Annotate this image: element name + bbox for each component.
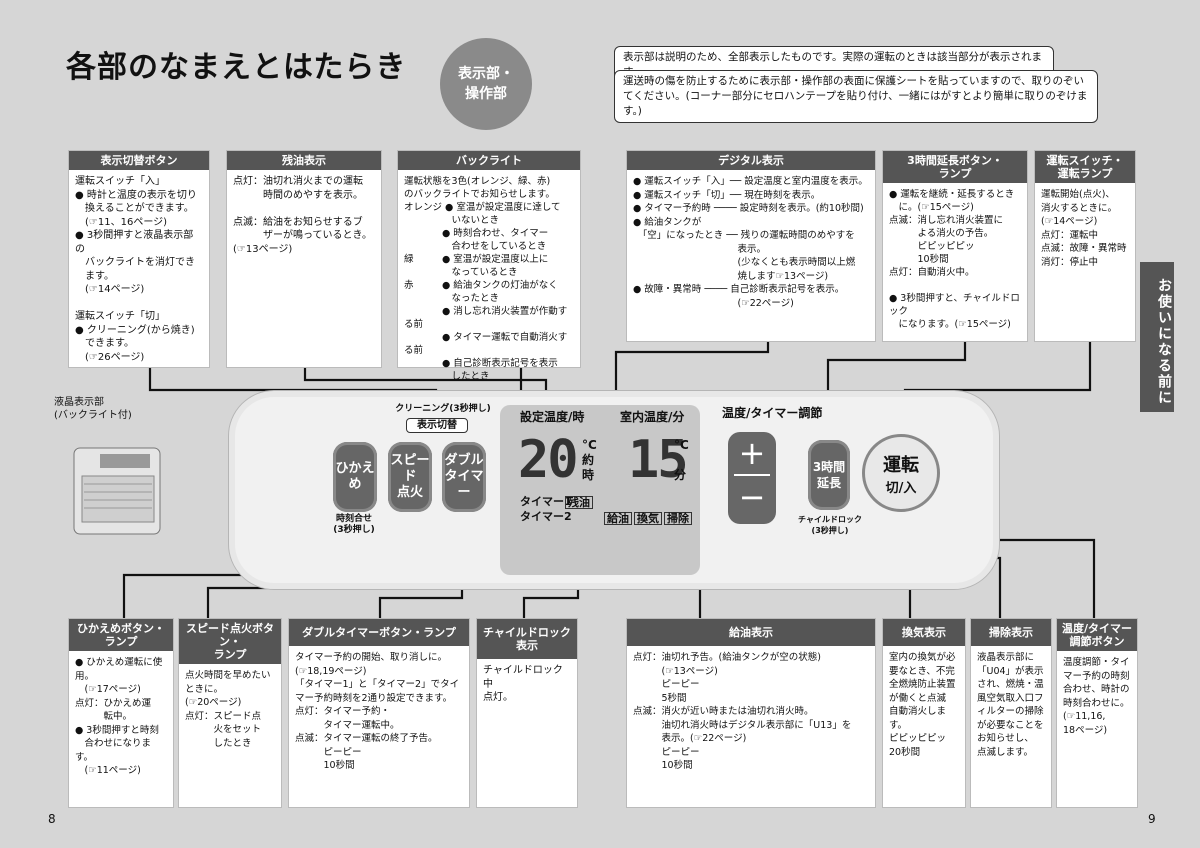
box-body: 点灯：油切れ消火までの運転 時間のめやすを表示。 点滅：給油をお知らせするブ ザ… <box>233 176 372 255</box>
box-body: 運転スイッチ「入」 ● 時計と温度の表示を切り 換えることができます。 (☞11… <box>75 176 197 363</box>
heater-icon <box>73 447 161 535</box>
box-body: 室内の換気が必 要なとき、不完 全燃焼防止装置 が働くと点滅 自動消火します。 … <box>889 652 956 758</box>
box-remaining-oil: 残油表示 点灯：油切れ消火までの運転 時間のめやすを表示。 点滅：給油をお知らせ… <box>226 150 382 368</box>
box-3h-extension: 3時間延長ボタン・ ランプ ● 運転を継続・延長するとき に。(☞15ページ) … <box>882 150 1028 342</box>
double-timer-button[interactable]: ダブル タイマー <box>442 442 486 512</box>
box-header: ダブルタイマーボタン・ランプ <box>289 619 469 646</box>
box-cleaning: 掃除表示 液晶表示部に 「U04」が表示 され、燃焼・温 風空気取入口フ ィルタ… <box>970 618 1052 808</box>
side-tab: お使いになる前に <box>1140 262 1174 412</box>
box-temp-timer: 温度/タイマー 調節ボタン 温度調節・タイ マー予約の時刻 合わせ、時計の 時刻… <box>1056 618 1138 808</box>
temp-timer-adjust-label: 温度/タイマー調節 <box>722 406 823 420</box>
timer2-indicator: タイマー2 <box>520 510 572 523</box>
box-header: バックライト <box>398 151 580 170</box>
box-body: 点火時間を早めたい ときに。 (☞20ページ) 点灯：スピード点 火をセット し… <box>185 670 271 749</box>
box-body: タイマー予約の開始、取り消しに。 (☞18,19ページ) 「タイマー1」と「タイ… <box>295 652 460 771</box>
box-header: 換気表示 <box>883 619 965 646</box>
box-digital-display: デジタル表示 ● 運転スイッチ「入」── 設定温度と室内温度を表示。 ● 運転ス… <box>626 150 876 342</box>
set-temp-digits: 20 <box>518 430 579 490</box>
box-hikaeme: ひかえめボタン・ ランプ ● ひかえめ運転に使用。 (☞17ページ) 点灯：ひか… <box>68 618 174 808</box>
unit-yaku: 約 <box>582 453 595 467</box>
box-ventilation: 換気表示 室内の換気が必 要なとき、不完 全燃焼防止装置 が働くと点滅 自動消火… <box>882 618 966 808</box>
box-body: 運転開始(点火)、 消火するときに。 (☞14ページ) 点灯：運転中 点滅：故障… <box>1041 189 1127 268</box>
box-run-switch: 運転スイッチ・ 運転ランプ 運転開始(点火)、 消火するときに。 (☞14ページ… <box>1034 150 1136 342</box>
box-header: デジタル表示 <box>627 151 875 170</box>
box-body: 液晶表示部に 「U04」が表示 され、燃焼・温 風空気取入口フ ィルターの掃除 … <box>977 652 1044 758</box>
page-number-left: 8 <box>48 812 56 826</box>
plus-button[interactable]: + <box>738 434 766 472</box>
box-refuel: 給油表示 点灯：油切れ予告。(給油タンクが空の状態) (☞13ページ) ピーピー… <box>626 618 876 808</box>
box-double-timer: ダブルタイマーボタン・ランプ タイマー予約の開始、取り消しに。 (☞18,19ペ… <box>288 618 470 808</box>
room-temp-label: 室内温度/分 <box>620 410 685 424</box>
page-number-right: 9 <box>1148 812 1156 826</box>
display-switch-button[interactable]: 表示切替 <box>406 418 468 433</box>
box-body: ● ひかえめ運転に使用。 (☞17ページ) 点灯：ひかえめ運 転中。 ● 3秒間… <box>75 657 163 776</box>
3h-extension-button[interactable]: 3時間 延長 <box>808 440 850 510</box>
box-header: 運転スイッチ・ 運転ランプ <box>1035 151 1135 183</box>
box-body: ● 運転を継続・延長するとき に。(☞15ページ) 点滅：消し忘れ消火装置に よ… <box>889 189 1020 330</box>
section-badge: 表示部・ 操作部 <box>440 38 532 130</box>
box-header: ひかえめボタン・ ランプ <box>69 619 173 651</box>
protective-sheet-note: 運送時の傷を防止するために表示部・操作部の表面に保護シートを貼っていますので、取… <box>614 70 1098 123</box>
box-header: スピード点火ボタン・ ランプ <box>179 619 281 664</box>
cleaning-label: クリーニング(3秒押し) <box>395 404 491 414</box>
box-header: 温度/タイマー 調節ボタン <box>1057 619 1137 651</box>
unit-c-2: °C <box>674 438 689 452</box>
timer1-indicator: タイマー1 <box>520 495 572 508</box>
box-header: 掃除表示 <box>971 619 1051 646</box>
unit-c-1: °C <box>582 438 597 452</box>
box-speed-ignition: スピード点火ボタン・ ランプ 点火時間を早めたい ときに。 (☞20ページ) 点… <box>178 618 282 808</box>
minus-button[interactable]: − <box>734 474 770 518</box>
page-title: 各部のなまえとはたらき <box>66 50 407 85</box>
unit-ji: 時 <box>582 468 595 482</box>
box-header: 給油表示 <box>627 619 875 646</box>
temp-timer-adjust-button[interactable]: + − <box>728 432 776 524</box>
speed-ignition-button[interactable]: スピード 点火 <box>388 442 432 512</box>
box-display-switch: 表示切替ボタン 運転スイッチ「入」 ● 時計と温度の表示を切り 換えることができ… <box>68 150 210 368</box>
lcd-display <box>500 405 700 575</box>
box-header: チャイルドロック表示 <box>477 619 577 659</box>
box-header: 残油表示 <box>227 151 381 170</box>
kanki-indicator: 換気 <box>634 512 662 525</box>
set-temp-label: 設定温度/時 <box>520 410 585 424</box>
box-body: 温度調節・タイ マー予約の時刻 合わせ、時計の 時刻合わせに。 (☞11,16,… <box>1063 657 1130 736</box>
souji-indicator: 掃除 <box>664 512 692 525</box>
child-lock-label: チャイルドロック (3秒押し) <box>798 515 862 535</box>
box-body: 点灯：油切れ予告。(給油タンクが空の状態) (☞13ページ) ピーピー 5秒間 … <box>633 652 852 771</box>
time-set-label: 時刻合せ (3秒押し) <box>333 514 375 535</box>
box-backlight: バックライト 運転状態を3色(オレンジ、緑、赤) のバックライトでお知らせします… <box>397 150 581 382</box>
box-header: 表示切替ボタン <box>69 151 209 170</box>
box-body: 運転状態を3色(オレンジ、緑、赤) のバックライトでお知らせします。 オレンジ … <box>404 176 568 382</box>
run-button[interactable]: 運転 切/入 <box>862 434 940 512</box>
box-header: 3時間延長ボタン・ ランプ <box>883 151 1027 183</box>
zanyu-indicator: 残油 <box>565 496 593 509</box>
run-button-main: 運転 <box>883 455 919 476</box>
kyuyu-indicator: 給油 <box>604 512 632 525</box>
box-body: チャイルドロック中 点灯。 <box>483 665 563 703</box>
unit-fun: 分 <box>674 468 687 482</box>
lcd-caption: 液晶表示部 (バックライト付) <box>54 397 132 421</box>
box-child-lock: チャイルドロック表示 チャイルドロック中 点灯。 <box>476 618 578 808</box>
run-button-sub: 切/入 <box>885 481 917 496</box>
heater-illustration <box>70 440 164 540</box>
room-temp-digits: 15 <box>628 430 689 490</box>
section-badge-label: 表示部・ 操作部 <box>458 66 514 102</box>
hikaeme-button[interactable]: ひかえめ <box>333 442 377 512</box>
box-body: ● 運転スイッチ「入」── 設定温度と室内温度を表示。 ● 運転スイッチ「切」─… <box>633 176 868 309</box>
